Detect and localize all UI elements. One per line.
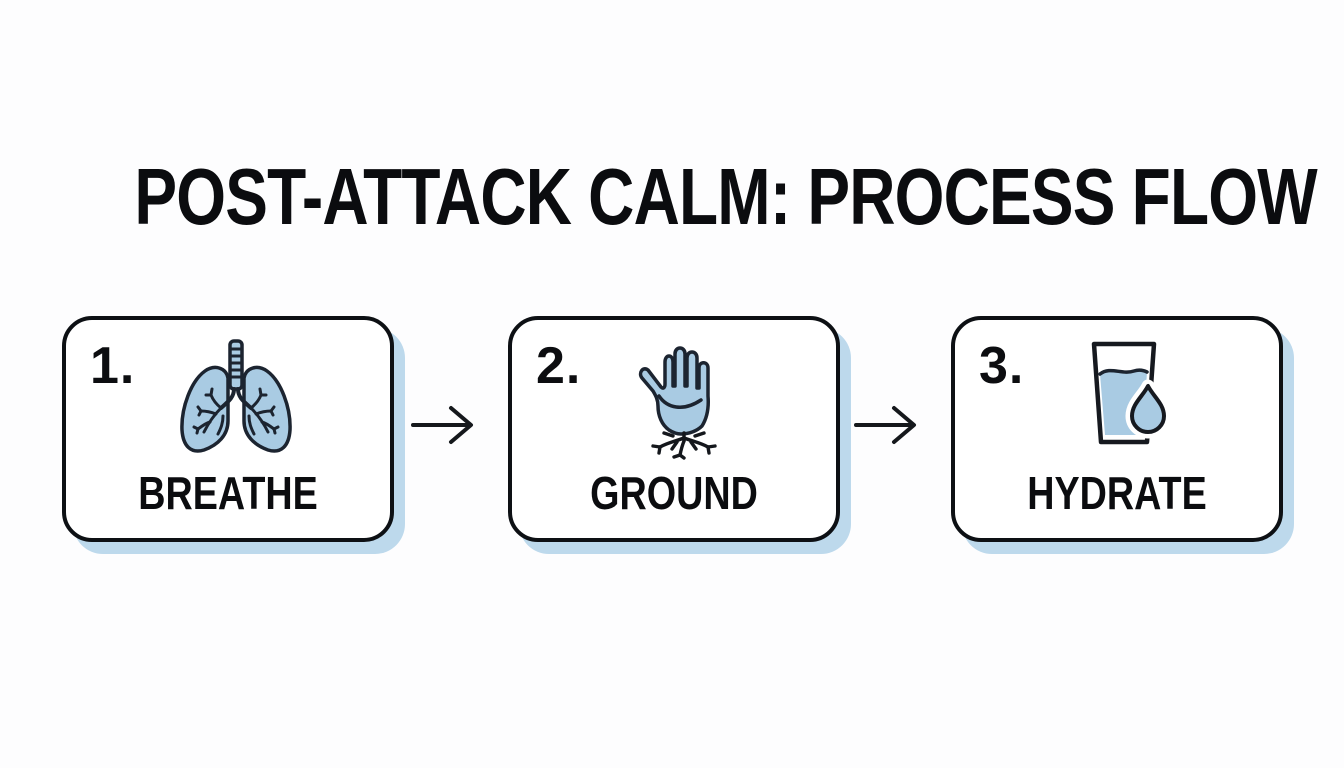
- step-box-breathe: 1.: [62, 316, 394, 542]
- right-arrow-icon: [411, 406, 473, 444]
- step-box-hydrate: 3. HYDRATE: [951, 316, 1283, 542]
- right-arrow-icon: [854, 406, 916, 444]
- step-number: 1.: [90, 337, 136, 395]
- hand-roots-icon: [617, 338, 747, 462]
- lungs-icon: [171, 338, 301, 462]
- step-label: BREATHE: [138, 467, 318, 519]
- step-number: 2.: [536, 337, 582, 395]
- diagram-title: POST-ATTACK CALM: PROCESS FLOW: [134, 152, 1317, 241]
- step-label: HYDRATE: [1027, 467, 1207, 519]
- step-label: GROUND: [590, 467, 758, 519]
- water-glass-icon: [1060, 338, 1190, 462]
- step-number: 3.: [979, 337, 1025, 395]
- step-box-ground: 2. GROUND: [508, 316, 840, 542]
